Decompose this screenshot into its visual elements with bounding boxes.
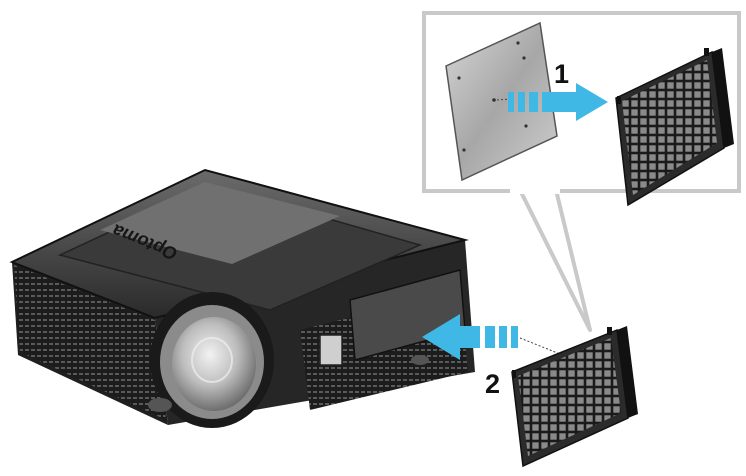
projector-icon: Optoma bbox=[9, 168, 475, 428]
callout-pointer bbox=[518, 188, 592, 332]
callout-joint bbox=[510, 186, 560, 194]
filter-housing-plate bbox=[445, 21, 558, 182]
lens bbox=[172, 317, 256, 411]
filter-cover-insert bbox=[511, 326, 638, 468]
arrow-right-icon bbox=[508, 83, 608, 121]
filter-cover-removed bbox=[615, 48, 734, 207]
arrow-left-icon bbox=[422, 314, 561, 360]
step-2-label: 2 bbox=[485, 369, 501, 399]
step-1-label: 1 bbox=[554, 59, 570, 89]
